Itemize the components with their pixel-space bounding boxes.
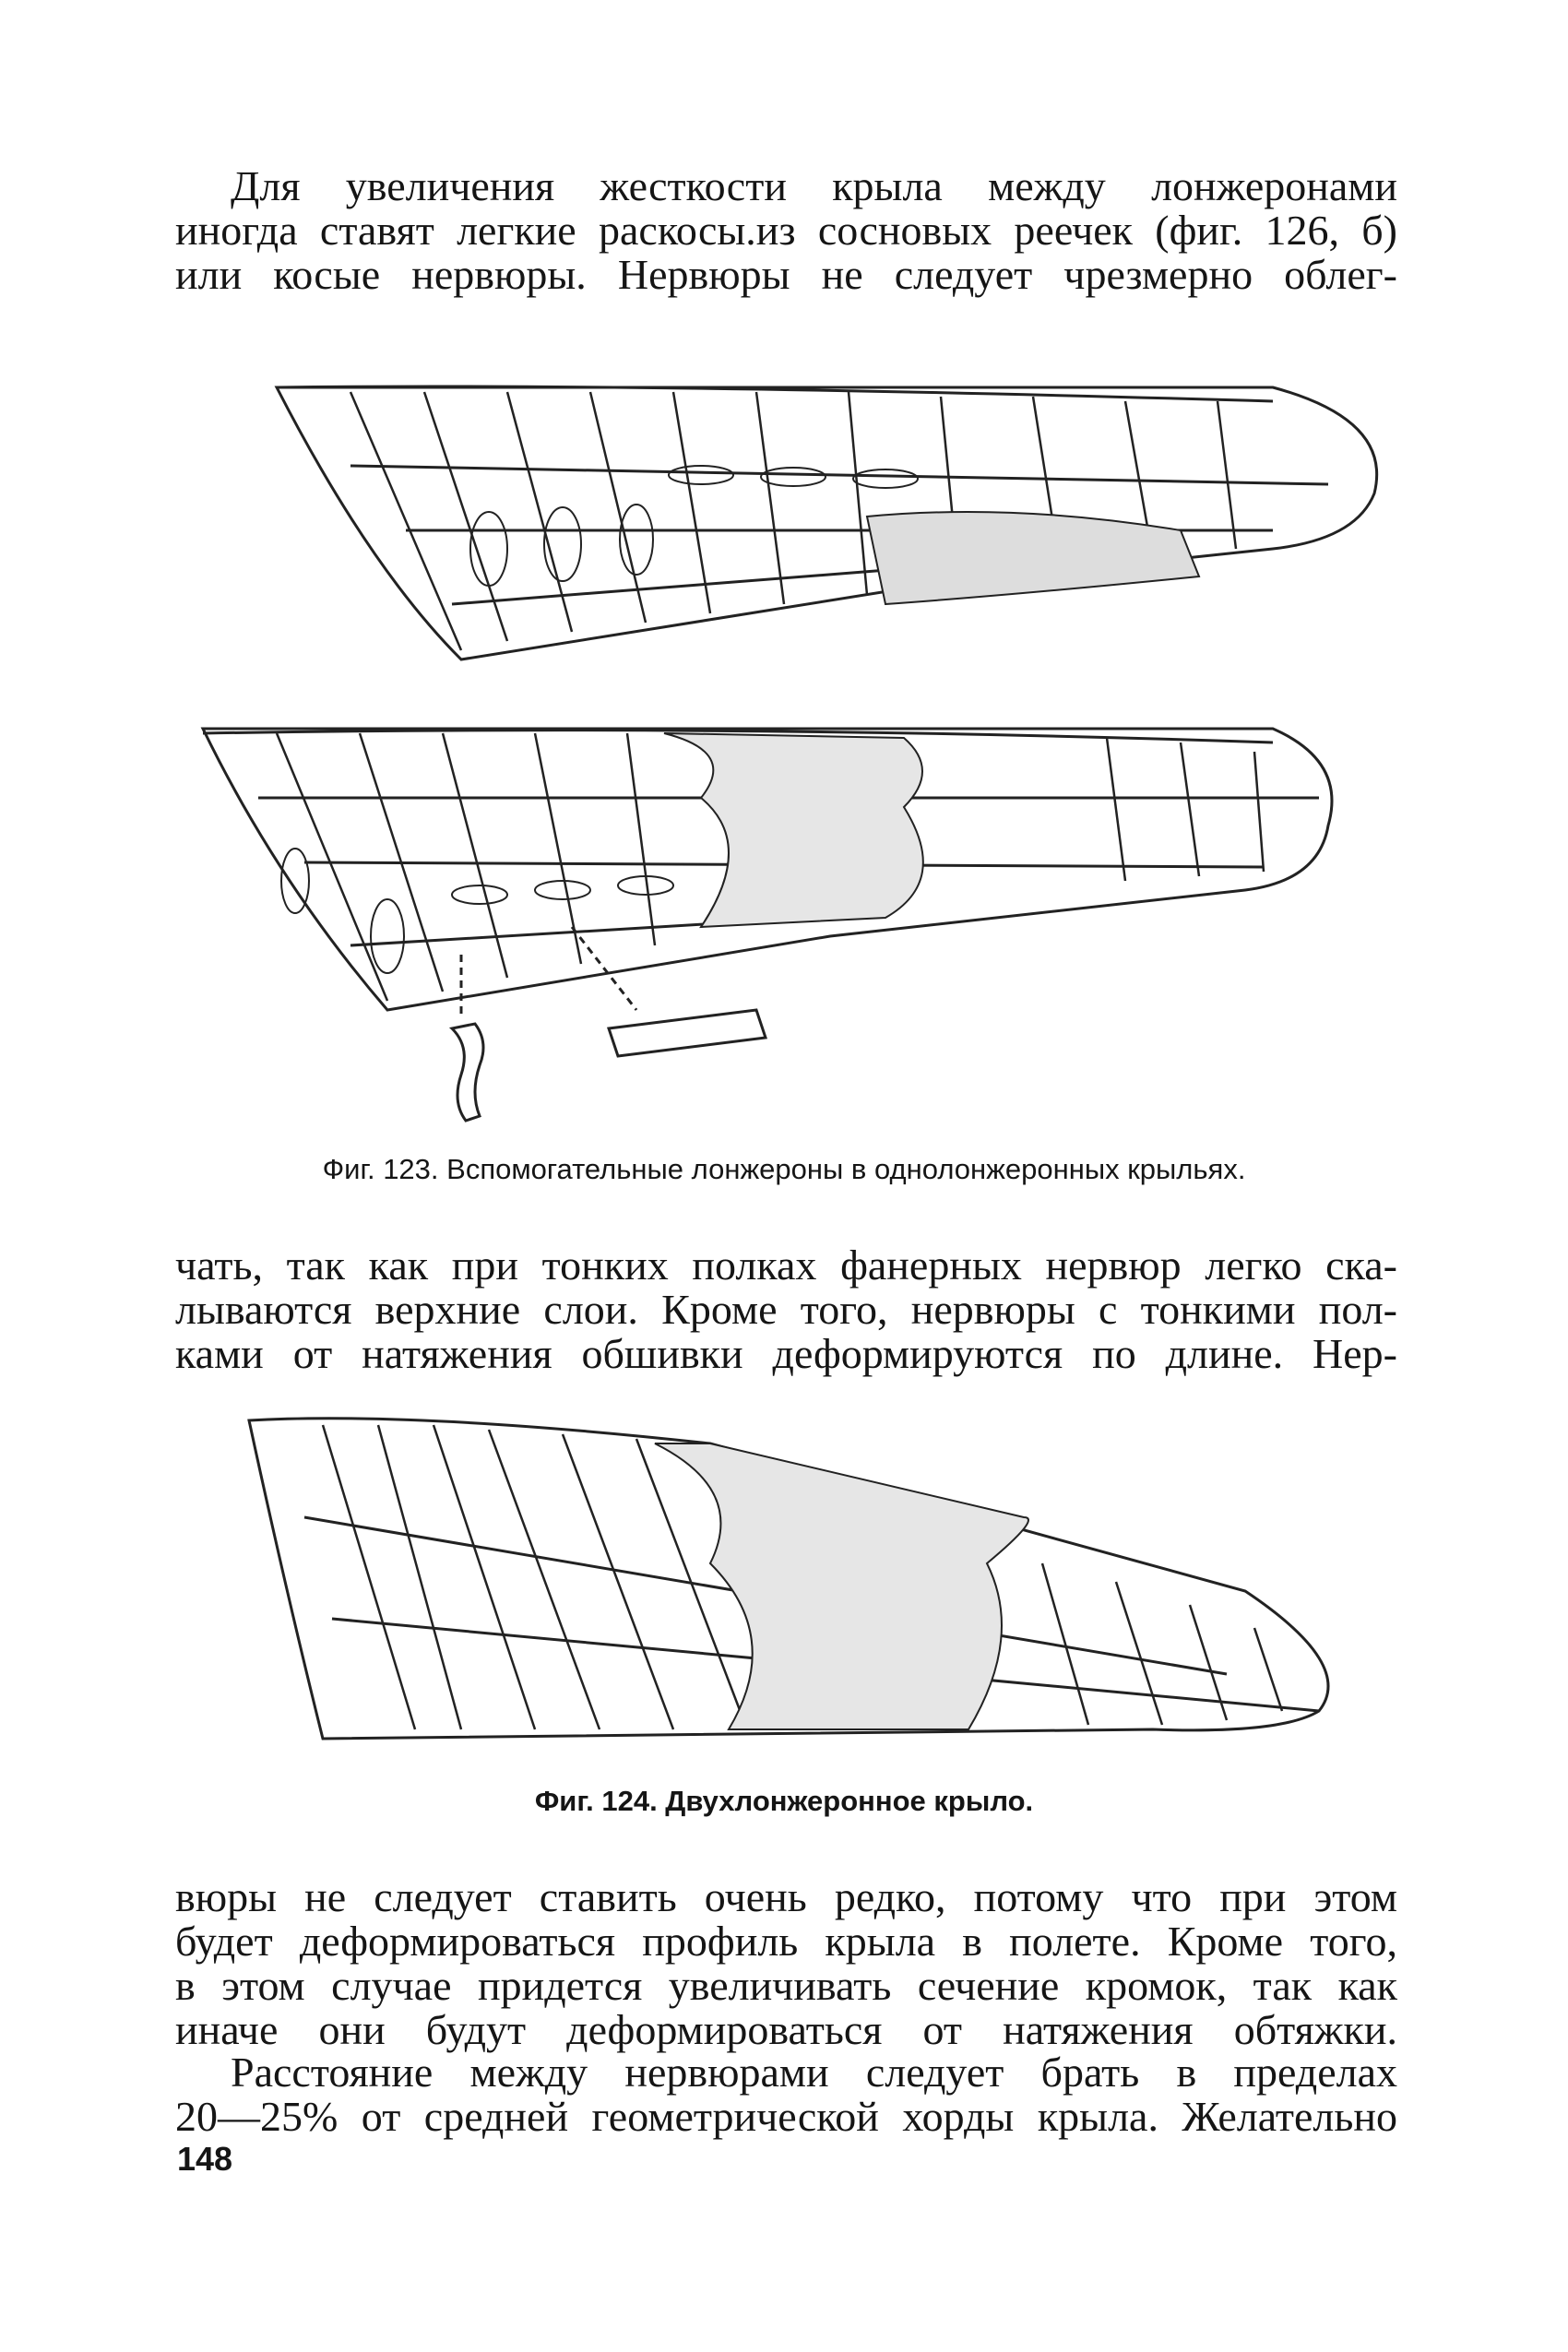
paragraph-2: чать, так как при тонких полках фанерных… (175, 1243, 1397, 1376)
page-number: 148 (177, 2140, 233, 2178)
paragraph-3: вюры не следует ставить очень редко, пот… (175, 1875, 1397, 2052)
figure-124-caption-text: Фиг. 124. Двухлонжеронное крыло. (534, 1785, 1034, 1817)
text-line: 20—25% от средней геометрической хорды к… (175, 2093, 1397, 2140)
text-line: Для увеличения жесткости крыла между лон… (231, 162, 1397, 209)
figure-124-caption: Фиг. 124. Двухлонжеронное крыло. (0, 1785, 1568, 1818)
paragraph-1: Для увеличения жесткости крыла между лон… (175, 164, 1397, 297)
text-line: иногда ставят легкие раскосы.из сосновых… (175, 207, 1397, 254)
text-line: в этом случае придется увеличивать сечен… (175, 1962, 1397, 2009)
text-line: Расстояние между нервюрами следует брать… (231, 2049, 1397, 2096)
text-line: будет деформироваться профиль крыла в по… (175, 1918, 1397, 1965)
figure-123-caption: Фиг. 123. Вспомогательные лонжероны в од… (322, 1153, 1246, 1185)
text-line: иначе они будут деформироваться от натяж… (175, 2006, 1397, 2053)
figure-124-illustration (231, 1407, 1365, 1776)
text-line: лываются верхние слои. Кроме того, нервю… (175, 1286, 1397, 1333)
text-line: вюры не следует ставить очень редко, пот… (175, 1873, 1397, 1920)
text-line: ками от натяжения обшивки деформируются … (175, 1330, 1397, 1377)
figure-123-illustration (184, 364, 1384, 1130)
paragraph-4: Расстояние между нервюрами следует брать… (175, 2050, 1397, 2139)
text-line: или косые нервюры. Нервюры не следует чр… (175, 251, 1397, 298)
text-line: чать, так как при тонких полках фанерных… (175, 1241, 1397, 1289)
